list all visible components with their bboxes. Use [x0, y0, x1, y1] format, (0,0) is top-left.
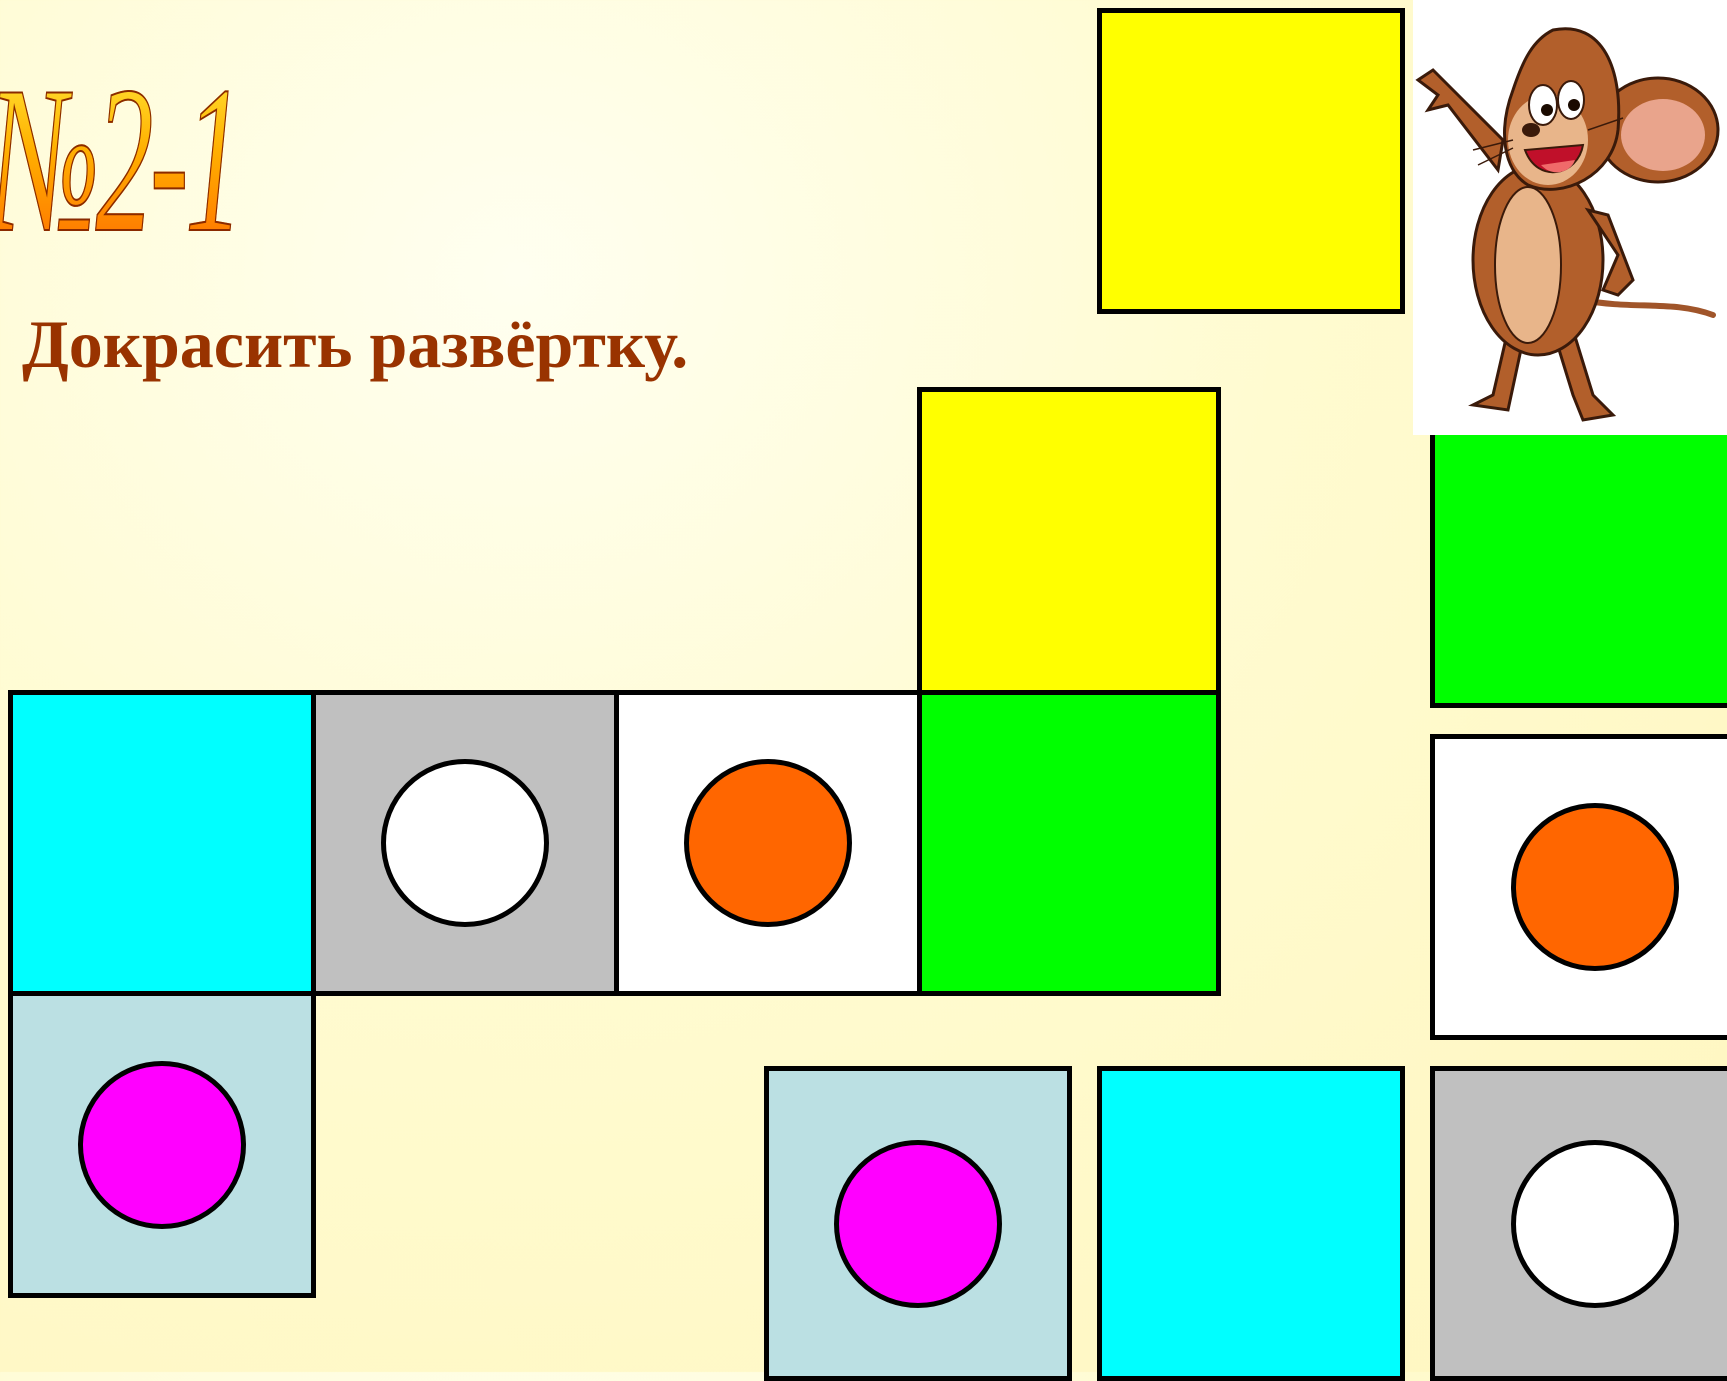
- slide-title: №2-1: [0, 55, 240, 265]
- piece-yellow[interactable]: [1097, 8, 1405, 314]
- piece-green[interactable]: [1430, 429, 1727, 708]
- piece-white-with-orange-dot[interactable]: [1430, 734, 1727, 1040]
- net-face-cyan[interactable]: [8, 690, 316, 996]
- piece-lightblue-with-magenta-dot[interactable]: [764, 1066, 1072, 1381]
- white-dot: [1511, 1140, 1679, 1308]
- piece-gray-with-white-dot[interactable]: [1430, 1066, 1727, 1381]
- net-face-lightblue-with-magenta-dot[interactable]: [8, 991, 316, 1298]
- net-face-green[interactable]: [917, 690, 1221, 996]
- cartoon-mouse-image: [1413, 0, 1727, 435]
- net-face-yellow[interactable]: [917, 387, 1221, 695]
- magenta-dot: [78, 1061, 246, 1229]
- piece-cyan[interactable]: [1097, 1066, 1405, 1381]
- instruction-text: Докрасить развёртку.: [22, 305, 688, 384]
- net-face-gray-with-white-dot[interactable]: [311, 690, 619, 996]
- magenta-dot: [834, 1140, 1002, 1308]
- net-face-white-with-orange-dot[interactable]: [614, 690, 922, 996]
- white-dot: [381, 759, 549, 927]
- orange-dot: [684, 759, 852, 927]
- orange-dot: [1511, 803, 1679, 971]
